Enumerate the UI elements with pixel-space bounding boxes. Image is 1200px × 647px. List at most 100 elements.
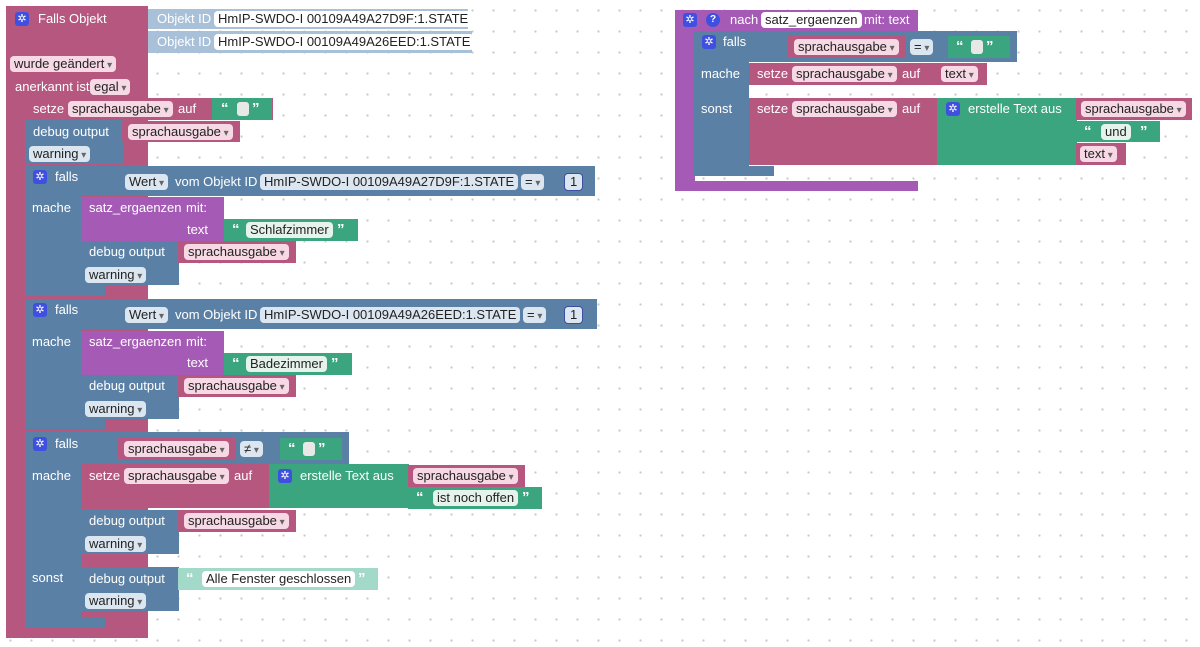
if-block-2-body — [25, 299, 81, 429]
condition-dropdown[interactable]: wurde geändert — [10, 56, 117, 72]
gear-icon[interactable]: ✲ — [33, 303, 47, 317]
string-value[interactable]: Alle Fenster geschlossen — [202, 571, 356, 587]
log-level-dropdown[interactable]: warning — [85, 401, 147, 417]
log-level-dropdown[interactable]: warning — [29, 146, 91, 162]
gear-icon[interactable]: ✲ — [278, 469, 292, 483]
debug-label: debug output — [33, 124, 109, 139]
var-dropdown[interactable]: sprachausgabe — [792, 66, 897, 82]
setze-label: setze — [757, 66, 789, 81]
mache-label: mache — [701, 66, 741, 81]
setze-label: setze — [33, 101, 65, 116]
auf-label: auf — [902, 66, 921, 81]
var-dropdown[interactable]: sprachausgabe — [184, 244, 289, 260]
call-fn-label: satz_ergaenzen — [89, 200, 182, 215]
sonst-label: sonst — [32, 570, 64, 585]
quote-close-icon: ” — [318, 440, 326, 457]
param-text-label: text — [187, 222, 208, 237]
quote-close-icon: ” — [337, 221, 345, 238]
ack-dropdown[interactable]: egal — [90, 79, 131, 95]
procedure-body — [675, 10, 695, 191]
quote-open-icon: “ — [232, 355, 240, 372]
operator-dropdown[interactable]: ≠ — [240, 441, 263, 457]
string-value[interactable]: und — [1101, 124, 1131, 140]
number-field[interactable]: 1 — [564, 306, 584, 324]
var-dropdown[interactable]: sprachausgabe — [124, 441, 229, 457]
quote-close-icon: ” — [522, 489, 530, 506]
var-dropdown[interactable]: sprachausgabe — [68, 101, 173, 117]
quote-open-icon: “ — [221, 100, 229, 117]
mache-label: mache — [32, 468, 72, 483]
object-id-value-1[interactable]: HmIP-SWDO-I 00109A49A27D9F:1.STATE — [214, 11, 473, 27]
object-id-field[interactable]: HmIP-SWDO-I 00109A49A27D9F:1.STATE — [260, 174, 519, 190]
wert-dropdown[interactable]: Wert — [125, 307, 169, 323]
operator-dropdown[interactable]: = — [523, 307, 547, 323]
mache-label: mache — [32, 200, 72, 215]
var-dropdown[interactable]: sprachausgabe — [184, 513, 289, 529]
quote-close-icon: ” — [331, 355, 339, 372]
param-text-label: text — [187, 355, 208, 370]
join-text-block[interactable] — [269, 464, 409, 508]
call-block-1[interactable] — [81, 197, 224, 241]
gear-icon[interactable]: ✲ — [33, 437, 47, 451]
gear-icon[interactable]: ✲ — [33, 170, 47, 184]
operator-dropdown[interactable]: = — [521, 174, 545, 190]
quote-open-icon: “ — [288, 440, 296, 457]
nach-label: nach — [730, 12, 759, 27]
string-value[interactable]: Badezimmer — [246, 356, 327, 372]
ack-label: anerkannt ist — [15, 79, 90, 94]
sonst-label: sonst — [701, 101, 733, 116]
quote-open-icon: “ — [956, 38, 964, 55]
mit-label: mit: — [186, 200, 207, 215]
auf-label: auf — [902, 101, 921, 116]
empty-string[interactable] — [303, 442, 315, 456]
objekt-id-label-1: Objekt ID — [157, 11, 212, 26]
var-dropdown[interactable]: sprachausgabe — [184, 378, 289, 394]
var-dropdown[interactable]: sprachausgabe — [792, 101, 897, 117]
empty-string[interactable] — [971, 40, 983, 54]
quote-close-icon: ” — [1140, 123, 1148, 140]
log-level-dropdown[interactable]: warning — [85, 267, 147, 283]
falls-label: falls — [723, 34, 747, 49]
procedure-foot — [675, 181, 918, 191]
quote-open-icon: “ — [186, 570, 194, 587]
if-block-2-foot — [25, 419, 105, 429]
vom-objekt-label: vom Objekt ID — [175, 174, 258, 189]
param-get-dropdown[interactable]: text — [941, 66, 978, 82]
help-icon[interactable]: ? — [706, 13, 720, 27]
gear-icon[interactable]: ✲ — [946, 102, 960, 116]
param-get-dropdown[interactable]: text — [1080, 146, 1117, 162]
wert-dropdown[interactable]: Wert — [125, 174, 169, 190]
log-level-dropdown[interactable]: warning — [85, 593, 147, 609]
if-block-proc-body — [694, 31, 749, 176]
var-dropdown[interactable]: sprachausgabe — [124, 468, 229, 484]
var-dropdown[interactable]: sprachausgabe — [1081, 101, 1186, 117]
gear-icon[interactable]: ✲ — [683, 13, 697, 27]
falls-label: falls — [55, 302, 79, 317]
var-dropdown[interactable]: sprachausgabe — [794, 39, 899, 55]
gear-icon[interactable]: ✲ — [702, 35, 716, 49]
var-dropdown[interactable]: sprachausgabe — [128, 124, 233, 140]
setze-label: setze — [89, 468, 121, 483]
object-id-value-2[interactable]: HmIP-SWDO-I 00109A49A26EED:1.STATE — [214, 34, 475, 50]
number-field[interactable]: 1 — [564, 173, 584, 191]
join-text-block[interactable] — [937, 98, 1077, 165]
quote-close-icon: ” — [252, 100, 260, 117]
quote-open-icon: “ — [232, 221, 240, 238]
operator-dropdown[interactable]: = — [910, 39, 934, 55]
string-value[interactable]: ist noch offen — [433, 490, 519, 506]
debug-label: debug output — [89, 571, 165, 586]
call-block-2[interactable] — [81, 331, 224, 375]
mit-label: mit: — [186, 334, 207, 349]
object-id-field[interactable]: HmIP-SWDO-I 00109A49A26EED:1.STATE — [260, 307, 521, 323]
var-dropdown[interactable]: sprachausgabe — [413, 468, 518, 484]
log-level-dropdown[interactable]: warning — [85, 536, 147, 552]
trigger-title: Falls Objekt — [38, 11, 107, 26]
gear-icon[interactable]: ✲ — [15, 12, 29, 26]
auf-label: auf — [234, 468, 253, 483]
if-block-1-body — [25, 166, 81, 296]
empty-string[interactable] — [237, 102, 249, 116]
quote-open-icon: “ — [1084, 123, 1092, 140]
procedure-name-field[interactable]: satz_ergaenzen — [761, 12, 862, 28]
if-block-3-foot — [25, 618, 105, 628]
string-value[interactable]: Schlafzimmer — [246, 222, 333, 238]
